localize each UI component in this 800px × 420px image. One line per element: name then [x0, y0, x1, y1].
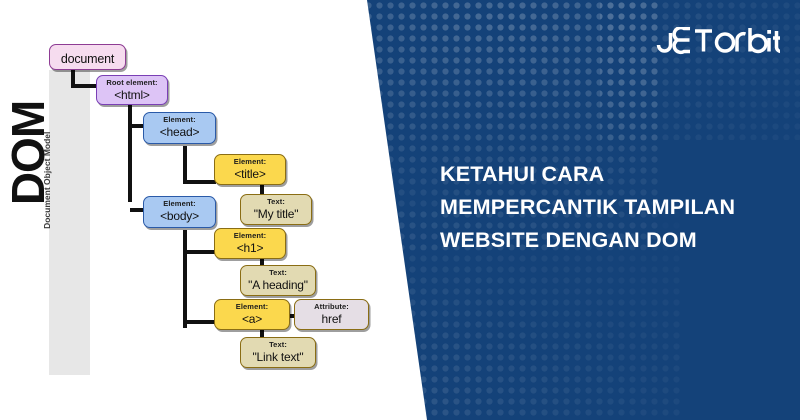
- node-h1-text-label: Text:: [269, 268, 287, 277]
- node-h1-label: Element:: [233, 231, 267, 240]
- node-body[interactable]: Element: <body>: [143, 196, 216, 228]
- node-head-value: <head>: [159, 125, 200, 139]
- node-body-value: <body>: [160, 209, 199, 223]
- node-h1-text-value: "A heading": [248, 278, 308, 292]
- dom-sidebar-bar: [49, 70, 90, 375]
- node-anchor[interactable]: Element: <a>: [214, 299, 290, 330]
- node-anchor-text[interactable]: Text: "Link text": [240, 337, 316, 368]
- jetorbit-logo: JETORBIT: [655, 25, 782, 57]
- headline-line-1: KETAHUI CARA: [440, 162, 605, 186]
- node-href-label: Attribute:: [314, 302, 349, 311]
- node-title[interactable]: Element: <title>: [214, 154, 286, 185]
- node-html-value: <html>: [114, 88, 150, 102]
- node-head[interactable]: Element: <head>: [143, 112, 216, 144]
- node-h1-value: <h1>: [236, 241, 264, 255]
- node-anchor-text-label: Text:: [269, 340, 287, 349]
- node-title-value: <title>: [234, 167, 266, 181]
- node-document-value: document: [60, 52, 115, 66]
- node-h1[interactable]: Element: <h1>: [214, 228, 286, 259]
- headline-line-2: MEMPERCANTIK TAMPILAN: [440, 195, 736, 219]
- node-head-label: Element:: [163, 115, 196, 124]
- node-h1-text[interactable]: Text: "A heading": [240, 265, 316, 296]
- node-anchor-text-value: "Link text": [252, 350, 304, 364]
- headline-line-3: WEBSITE DENGAN DOM: [440, 228, 697, 252]
- node-title-text[interactable]: Text: "My title": [240, 194, 312, 225]
- jetorbit-logo-mark: [656, 25, 782, 55]
- node-href-value: href: [321, 312, 342, 326]
- node-attribute-href[interactable]: Attribute: href: [294, 299, 369, 330]
- node-title-text-value: "My title": [253, 207, 299, 221]
- node-body-label: Element:: [163, 199, 196, 208]
- node-html[interactable]: Root element: <html>: [96, 75, 168, 105]
- node-document[interactable]: document: [49, 44, 126, 70]
- headline: KETAHUI CARA MEMPERCANTIK TAMPILAN WEBSI…: [440, 158, 785, 257]
- node-title-text-label: Text:: [267, 197, 285, 206]
- node-html-label: Root element:: [106, 78, 158, 87]
- node-anchor-label: Element:: [235, 302, 269, 311]
- node-title-label: Element:: [233, 157, 267, 166]
- node-anchor-value: <a>: [241, 312, 263, 326]
